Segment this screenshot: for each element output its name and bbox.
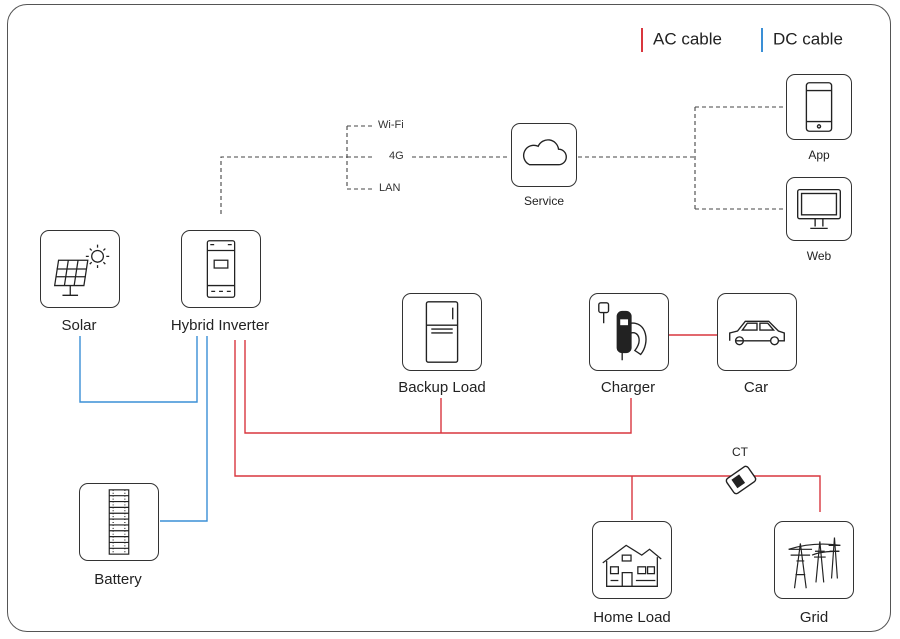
dc-cable-battery-inverter bbox=[160, 336, 208, 522]
legend-dc: DC cable bbox=[761, 28, 843, 52]
current-transformer-icon[interactable] bbox=[724, 464, 758, 496]
wifi-label: Wi-Fi bbox=[378, 119, 404, 131]
dc-cable-solar-inverter bbox=[79, 336, 198, 403]
battery-rack-icon bbox=[108, 489, 130, 555]
ac-cable-inverter-grid bbox=[234, 340, 821, 512]
inverter-label: Hybrid Inverter bbox=[170, 317, 270, 334]
charger-label: Charger bbox=[600, 379, 656, 396]
web-label: Web bbox=[806, 249, 832, 263]
refrigerator-icon bbox=[425, 301, 459, 363]
backup-load-node[interactable] bbox=[402, 293, 482, 371]
ac-legend-label: AC cable bbox=[653, 29, 722, 49]
inverter-node[interactable] bbox=[181, 230, 261, 308]
ct-label: CT bbox=[732, 445, 748, 459]
comm-line-inverter bbox=[220, 156, 347, 214]
house-icon bbox=[602, 544, 662, 587]
car-node[interactable] bbox=[717, 293, 797, 371]
home-load-node[interactable] bbox=[592, 521, 672, 599]
lan-label: LAN bbox=[379, 182, 401, 194]
dc-legend-label: DC cable bbox=[773, 29, 843, 49]
diagram-frame bbox=[7, 4, 891, 632]
grid-node[interactable] bbox=[774, 521, 854, 599]
ev-charger-icon bbox=[598, 302, 647, 361]
home-load-label: Home Load bbox=[593, 609, 671, 626]
battery-label: Battery bbox=[94, 571, 142, 588]
battery-node[interactable] bbox=[79, 483, 159, 561]
solar-panel-icon bbox=[53, 244, 110, 296]
car-label: Car bbox=[743, 379, 769, 396]
4g-label: 4G bbox=[389, 150, 404, 162]
dc-legend-swatch bbox=[761, 28, 763, 52]
monitor-icon bbox=[797, 188, 841, 230]
grid-label: Grid bbox=[799, 609, 829, 626]
car-icon bbox=[729, 320, 785, 346]
service-label: Service bbox=[523, 194, 565, 208]
app-label: App bbox=[808, 148, 830, 162]
ac-legend-swatch bbox=[641, 28, 643, 52]
ac-cable-inverter-backup-charger bbox=[244, 340, 632, 434]
web-node[interactable] bbox=[786, 177, 852, 241]
power-tower-icon bbox=[788, 537, 841, 589]
legend-ac: AC cable bbox=[641, 28, 722, 52]
smartphone-icon bbox=[805, 82, 833, 132]
solar-node[interactable] bbox=[40, 230, 120, 308]
backup-load-label: Backup Load bbox=[398, 379, 486, 396]
cloud-icon bbox=[522, 139, 567, 166]
solar-label: Solar bbox=[61, 317, 97, 334]
app-node[interactable] bbox=[786, 74, 852, 140]
inverter-icon bbox=[206, 240, 236, 298]
service-node[interactable] bbox=[511, 123, 577, 187]
charger-node[interactable] bbox=[589, 293, 669, 371]
